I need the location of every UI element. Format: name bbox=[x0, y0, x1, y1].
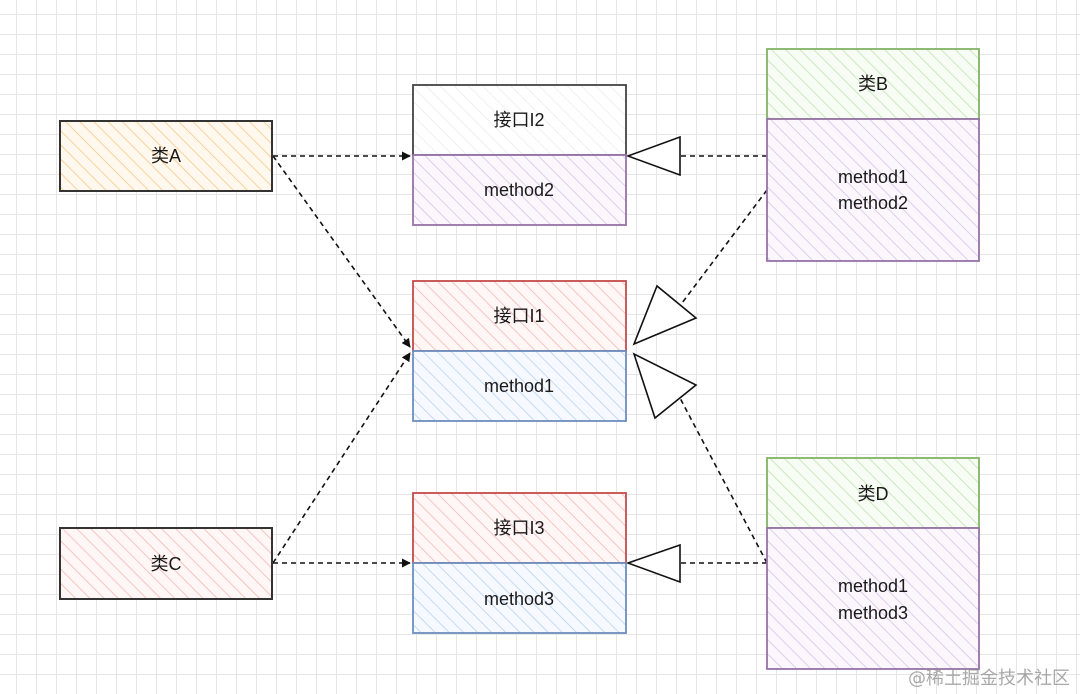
edge-classd-to-i1 bbox=[679, 397, 768, 564]
edge-classc-to-i1 bbox=[272, 352, 411, 564]
class-b-method-2: method2 bbox=[838, 193, 908, 213]
realization-heads bbox=[625, 135, 698, 584]
triangle-arrowhead-i1-from-b bbox=[632, 284, 698, 346]
interface-i1-method: method1 bbox=[484, 376, 554, 396]
interface-i3-title: 接口I3 bbox=[493, 518, 544, 538]
interface-i1-title: 接口I1 bbox=[493, 306, 544, 326]
triangle-arrowhead-i2 bbox=[625, 135, 681, 177]
watermark-text: @稀土掘金技术社区 bbox=[908, 668, 1070, 689]
class-d-node[interactable]: 类D method1 method3 bbox=[766, 457, 980, 670]
triangle-arrowhead-i1-from-d bbox=[632, 352, 698, 420]
interface-i2-method: method2 bbox=[484, 180, 554, 200]
class-b-node[interactable]: 类B method1 method2 bbox=[766, 48, 980, 262]
class-c-label: 类C bbox=[151, 554, 182, 574]
edge-classb-to-i1 bbox=[681, 189, 768, 304]
class-d-title: 类D bbox=[858, 484, 889, 504]
class-a-label: 类A bbox=[151, 146, 181, 166]
class-c-node[interactable]: 类C bbox=[59, 527, 273, 600]
class-d-method-1: method1 bbox=[838, 576, 908, 596]
class-d-method-2: method3 bbox=[838, 603, 908, 623]
interface-i2-node[interactable]: 接口I2 method2 bbox=[412, 84, 627, 226]
class-b-title: 类B bbox=[858, 74, 888, 94]
interface-i3-method: method3 bbox=[484, 589, 554, 609]
class-b-method-1: method1 bbox=[838, 167, 908, 187]
edges bbox=[272, 151, 768, 568]
interface-i3-node[interactable]: 接口I3 method3 bbox=[412, 492, 627, 634]
class-a-node[interactable]: 类A bbox=[59, 120, 273, 192]
triangle-arrowhead-i3 bbox=[625, 543, 681, 584]
interface-i1-node[interactable]: 接口I1 method1 bbox=[412, 280, 627, 422]
interface-i2-title: 接口I2 bbox=[493, 110, 544, 130]
edge-classa-to-i1 bbox=[272, 155, 411, 348]
